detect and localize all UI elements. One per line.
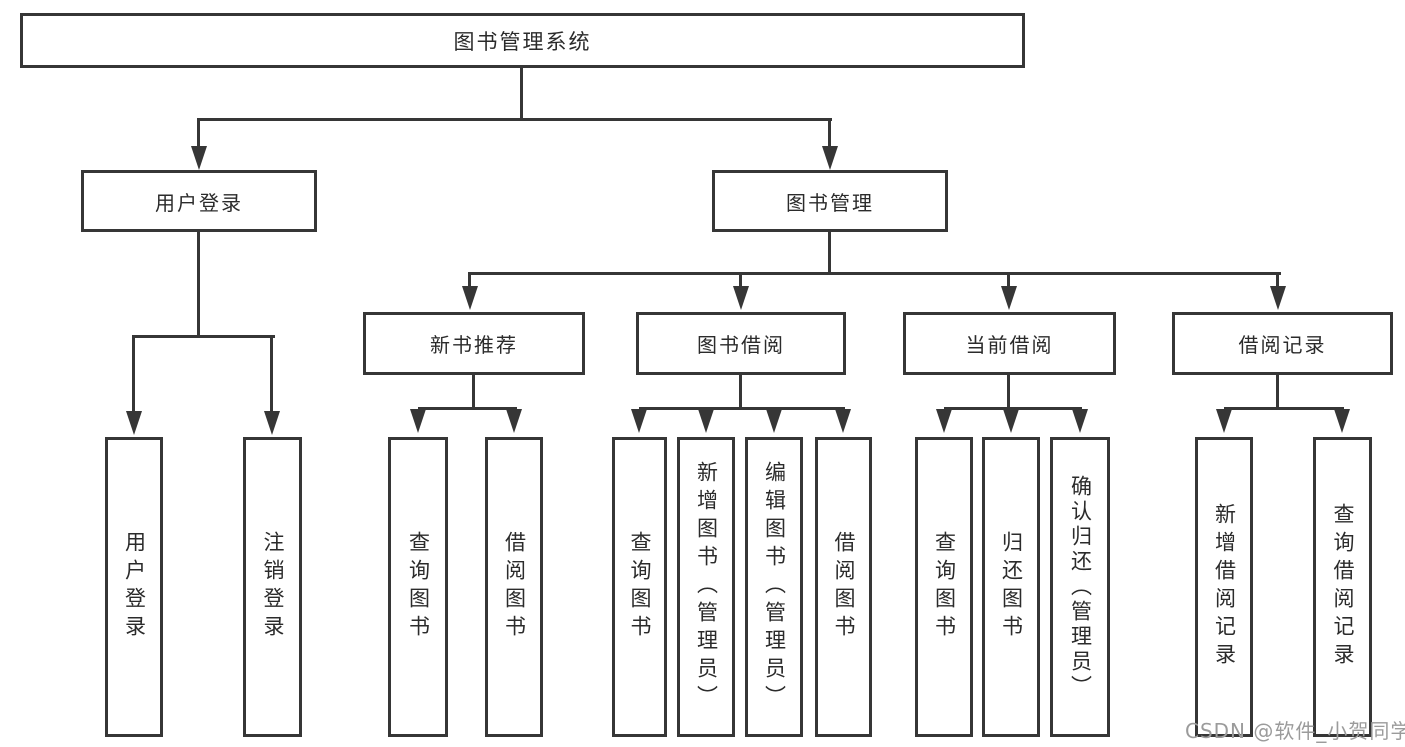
arrow-down-icon [936, 409, 952, 433]
node-label: 图书借阅 [697, 333, 785, 357]
node-book-borrowing: 图书借阅 [636, 312, 846, 375]
connector-stem [472, 375, 475, 407]
leaf-label: 新增图书（管理员） [694, 461, 719, 713]
arrow-down-icon [835, 409, 851, 433]
leaf-query-books: 查询图书 [388, 437, 448, 737]
arrow-down-icon [822, 146, 838, 170]
connector-book-mgmt-bar [470, 272, 1281, 275]
arrow-down-icon [631, 409, 647, 433]
arrow-down-icon [410, 409, 426, 433]
leaf-label: 注销登录 [261, 531, 285, 643]
node-current-borrowing: 当前借阅 [903, 312, 1116, 375]
leaf-borrow-books: 借阅图书 [815, 437, 872, 737]
leaf-query-books: 查询图书 [612, 437, 667, 737]
node-label: 借阅记录 [1238, 333, 1327, 357]
leaf-label: 查询借阅记录 [1331, 503, 1355, 671]
connector-bar [944, 407, 1082, 410]
arrow-down-icon [1216, 409, 1232, 433]
node-book-management-module: 图书管理 [712, 170, 948, 232]
leaf-label: 新增借阅记录 [1212, 503, 1237, 671]
node-library-management-system: 图书管理系统 [20, 13, 1025, 68]
leaf-label: 查询图书 [406, 531, 431, 643]
connector-book-mgmt-drop [828, 118, 831, 148]
arrow-down-icon [698, 409, 714, 433]
connector-module-drop [468, 272, 471, 288]
leaf-edit-books-admin: 编辑图书（管理员） [745, 437, 803, 737]
leaf-label: 用户登录 [122, 531, 147, 643]
connector-bar [639, 407, 845, 410]
leaf-borrow-books: 借阅图书 [485, 437, 543, 737]
leaf-logout: 注销登录 [243, 437, 302, 737]
arrow-down-icon [733, 286, 749, 310]
leaf-return-books: 归还图书 [982, 437, 1040, 737]
arrow-down-icon [1334, 409, 1350, 433]
node-label: 图书管理 [786, 190, 874, 215]
leaf-user-login: 用户登录 [105, 437, 163, 737]
leaf-label: 确认归还（管理员） [1068, 474, 1093, 700]
arrow-down-icon [1003, 409, 1019, 433]
csdn-watermark: CSDN @软件_小贺同学 [1185, 719, 1405, 743]
connector-module-drop [739, 272, 742, 288]
connector-bar [418, 407, 517, 410]
leaf-label: 查询图书 [932, 531, 957, 643]
arrow-down-icon [1072, 409, 1088, 433]
node-label: 新书推荐 [430, 333, 518, 357]
leaf-label: 借阅图书 [502, 531, 527, 643]
arrow-down-icon [1270, 286, 1286, 310]
leaf-label: 归还图书 [999, 531, 1024, 643]
connector-user-login-bar [134, 335, 275, 338]
arrow-down-icon [191, 146, 207, 170]
node-new-book-recommend: 新书推荐 [363, 312, 585, 375]
arrow-down-icon [462, 286, 478, 310]
connector-root-stem [520, 68, 523, 118]
arrow-down-icon [506, 409, 522, 433]
node-user-login-module: 用户登录 [81, 170, 317, 232]
connector-stem [1007, 375, 1010, 407]
leaf-confirm-return-admin: 确认归还（管理员） [1050, 437, 1110, 737]
connector-book-mgmt-stem [828, 232, 831, 272]
arrow-down-icon [126, 411, 142, 435]
connector-stem [1276, 375, 1279, 407]
connector-bar [1224, 407, 1344, 410]
connector-module-drop [1007, 272, 1010, 288]
arrow-down-icon [1001, 286, 1017, 310]
leaf-add-books-admin: 新增图书（管理员） [677, 437, 735, 737]
node-borrow-records: 借阅记录 [1172, 312, 1393, 375]
leaf-query-books: 查询图书 [915, 437, 973, 737]
leaf-label: 借阅图书 [832, 531, 856, 643]
leaf-label: 查询图书 [628, 531, 652, 643]
connector-module-drop [1276, 272, 1279, 288]
node-label: 图书管理系统 [453, 29, 592, 54]
connector-stem [739, 375, 742, 407]
connector-root-bar [197, 118, 832, 121]
node-label: 当前借阅 [965, 333, 1054, 357]
node-label: 用户登录 [155, 190, 243, 215]
connector-leaf-drop [270, 335, 273, 415]
connector-leaf-drop [132, 335, 135, 415]
arrow-down-icon [766, 409, 782, 433]
connector-user-login-stem [197, 232, 200, 335]
leaf-add-borrow-record: 新增借阅记录 [1195, 437, 1253, 737]
connector-user-login-drop [197, 118, 200, 148]
arrow-down-icon [264, 411, 280, 435]
leaf-label: 编辑图书（管理员） [762, 461, 787, 713]
leaf-query-borrow-record: 查询借阅记录 [1313, 437, 1372, 737]
